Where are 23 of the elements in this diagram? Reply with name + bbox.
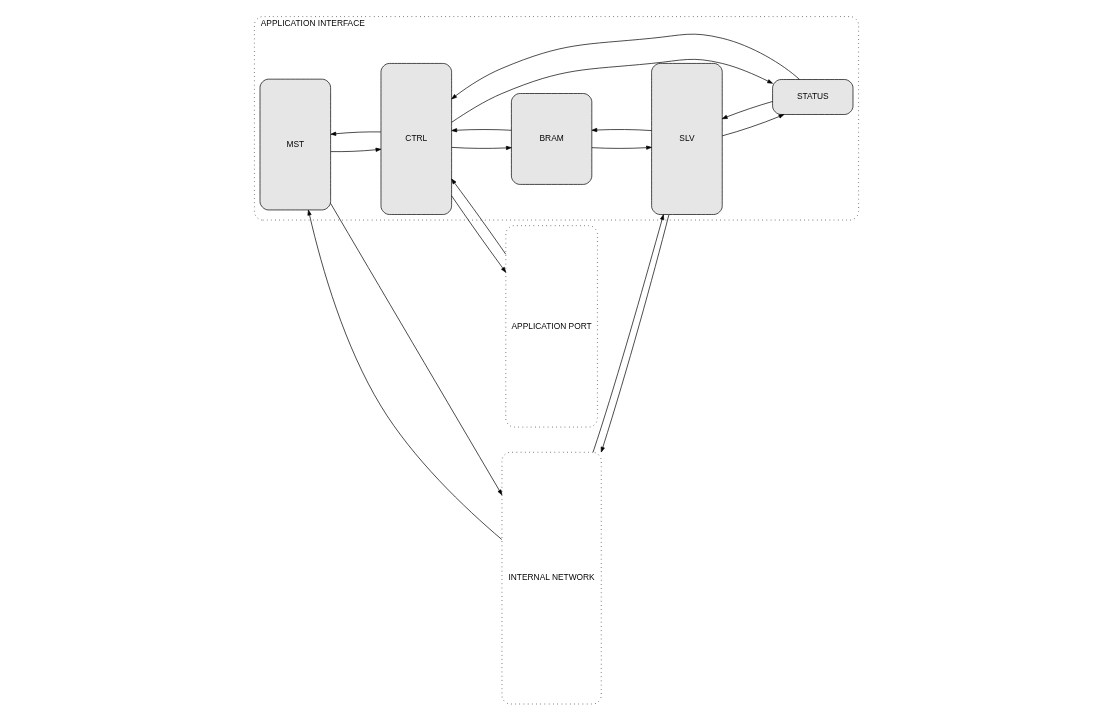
arrow [330,147,382,152]
arrow [451,33,800,100]
arrow [721,101,773,120]
node-box: STATUS [772,79,854,115]
arrow [451,178,507,255]
arrow [592,214,665,453]
arrow [591,145,652,150]
arrow [307,209,503,540]
arrow [721,114,785,137]
node-box: APPLICATION PORT [505,225,598,428]
arrow [591,127,652,133]
node-box: BRAM [511,93,593,185]
node-box: INTERNAL NETWORK [501,451,602,705]
arrow [330,203,503,496]
arrow [451,128,512,133]
node-box: MST [259,78,331,211]
node-box: SLV [651,63,723,215]
arrow [330,131,382,136]
arrow [451,195,507,273]
node-box: CTRL [380,63,452,215]
arrow [451,59,773,123]
arrow [600,214,670,453]
arrow [451,145,512,150]
